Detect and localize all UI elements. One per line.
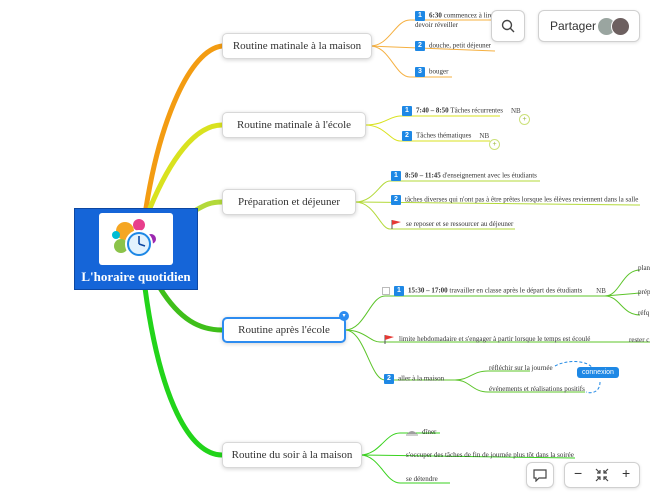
leaf-text: travailler en classe après le départ des… [447, 286, 583, 295]
topic-routine-apres-ecole[interactable]: Routine après l'école [222, 317, 346, 343]
share-label: Partager [550, 19, 597, 33]
priority-2-icon: 2 [402, 131, 412, 141]
zoom-out-button[interactable]: − [574, 465, 583, 481]
nb-tag: NB [596, 286, 606, 295]
priority-2-icon: 2 [415, 41, 425, 51]
leaf-far-1[interactable]: plan [638, 264, 650, 272]
leaf-b1-2[interactable]: 2 douche, petit déjeuner [415, 41, 491, 51]
avatar [611, 17, 630, 36]
leaf-b5-3[interactable]: se détendre [406, 475, 438, 484]
collapse-toggle-icon[interactable]: ▾ [339, 311, 349, 321]
branch-connector-b2 [147, 122, 225, 211]
leaf-text: se détendre [406, 475, 438, 483]
clock-logo-icon [99, 213, 173, 265]
leaf-text: d'enseignement avec les étudiants [440, 171, 537, 180]
red-flag-icon [384, 335, 395, 344]
leaf-text: Tâches récurrentes [448, 106, 503, 115]
branch-connector-b1 [143, 43, 225, 211]
search-button[interactable] [491, 10, 525, 42]
leaf-b1-1[interactable]: 1 6:30 commencez à lire … devoir réveille… [415, 11, 505, 30]
nb-tag: NB [510, 106, 521, 115]
leaf-b2-1[interactable]: 1 7:40 – 8:50 Tâches récurrentes NB [402, 106, 521, 116]
share-button[interactable]: Partager [538, 10, 640, 42]
comment-button[interactable] [526, 462, 554, 488]
leaf-text: dîner [422, 428, 437, 436]
leaf-far-4[interactable]: rester c [629, 336, 650, 344]
nb-tag: NB [479, 131, 490, 140]
leaf-b3-1[interactable]: 1 8:50 – 11:45 d'enseignement avec les ét… [391, 171, 537, 181]
priority-3-icon: 3 [415, 67, 425, 77]
leaf-far-3[interactable]: réfq [638, 309, 650, 317]
leaf-b4-1[interactable]: 1 15:30 – 17:00 travailler en classe aprè… [394, 286, 606, 296]
leaf-far-2[interactable]: prép [638, 288, 650, 296]
leaf-time: 8:50 – 11:45 [405, 171, 441, 180]
leaf-text: douche, petit déjeuner [429, 41, 492, 50]
zoom-controls: − + [564, 462, 640, 488]
leaf-time: 7:40 – 8:50 [416, 106, 449, 115]
leaf-b5-1[interactable]: dîner [406, 428, 436, 437]
leaf-b4-sub-2[interactable]: événements et réalisations positifs [489, 385, 585, 393]
leaf-b4-sub-1[interactable]: réfléchir sur la journée [489, 364, 553, 372]
search-icon [501, 19, 515, 38]
leaf-text: tâches diverses qui n'ont pas à être prê… [405, 195, 639, 204]
leaf-b4-3[interactable]: 2 aller à la maison [384, 374, 444, 384]
branch-connector-b3 [193, 199, 225, 213]
topic-label: Préparation et déjeuner [237, 196, 340, 208]
branch-connector-b5 [142, 285, 225, 458]
leaf-b1-3[interactable]: 3 bouger [415, 67, 448, 77]
leaf-text: s'occuper des tâches de fin de journée p… [406, 451, 574, 459]
topic-label: Routine après l'école [238, 324, 330, 336]
expand-icon[interactable]: + [519, 114, 530, 125]
relationship-label[interactable]: connexion [577, 367, 619, 378]
topic-label: Routine du soir à la maison [231, 449, 353, 461]
root-title: L'horaire quotidien [81, 269, 191, 284]
priority-1-icon: 1 [402, 106, 412, 116]
leaf-b2-2[interactable]: 2 Tâches thématiques NB [402, 131, 489, 141]
priority-2-icon: 2 [384, 374, 394, 384]
priority-1-icon: 1 [394, 286, 404, 296]
leaf-b4-2[interactable]: limite hebdomadaire et s'engager à parti… [384, 335, 590, 344]
leaf-text: Tâches thématiques [416, 131, 472, 140]
root-topic[interactable]: L'horaire quotidien [74, 208, 198, 290]
checkbox-icon[interactable] [382, 287, 390, 295]
leaf-time: 15:30 – 17:00 [408, 286, 448, 295]
expand-icon[interactable]: + [489, 139, 500, 150]
fit-screen-icon[interactable] [595, 468, 609, 487]
dinner-icon [406, 428, 418, 436]
topic-label: Routine matinale à l'école [236, 119, 352, 131]
priority-2-icon: 2 [391, 195, 401, 205]
red-flag-icon [391, 220, 402, 229]
topic-preparation-dejeuner[interactable]: Préparation et déjeuner [222, 189, 356, 215]
leaf-text: se reposer et se ressourcer au déjeuner [406, 220, 514, 229]
comment-icon [532, 468, 548, 487]
topic-routine-soir-maison[interactable]: Routine du soir à la maison [222, 442, 362, 468]
leaf-b3-2[interactable]: 2 tâches diverses qui n'ont pas à être pr… [391, 195, 638, 205]
topic-routine-matinale-ecole[interactable]: Routine matinale à l'école [222, 112, 366, 138]
zoom-in-button[interactable]: + [622, 465, 631, 481]
leaf-b5-2[interactable]: s'occuper des tâches de fin de journée p… [406, 451, 574, 460]
leaf-text: commencez à lire … devoir réveiller [415, 11, 502, 29]
leaf-text: aller à la maison [398, 374, 445, 383]
priority-1-icon: 1 [415, 11, 425, 21]
leaf-b3-3[interactable]: se reposer et se ressourcer au déjeuner [391, 220, 513, 229]
leaf-text: bouger [429, 67, 449, 76]
leaf-time: 6:30 [429, 11, 442, 20]
branch-connector-b4 [157, 285, 225, 333]
leaf-text: limite hebdomadaire et s'engager à parti… [399, 335, 591, 344]
topic-label: Routine matinale à la maison [232, 40, 362, 52]
priority-1-icon: 1 [391, 171, 401, 181]
topic-routine-matinale-maison[interactable]: Routine matinale à la maison [222, 33, 372, 59]
